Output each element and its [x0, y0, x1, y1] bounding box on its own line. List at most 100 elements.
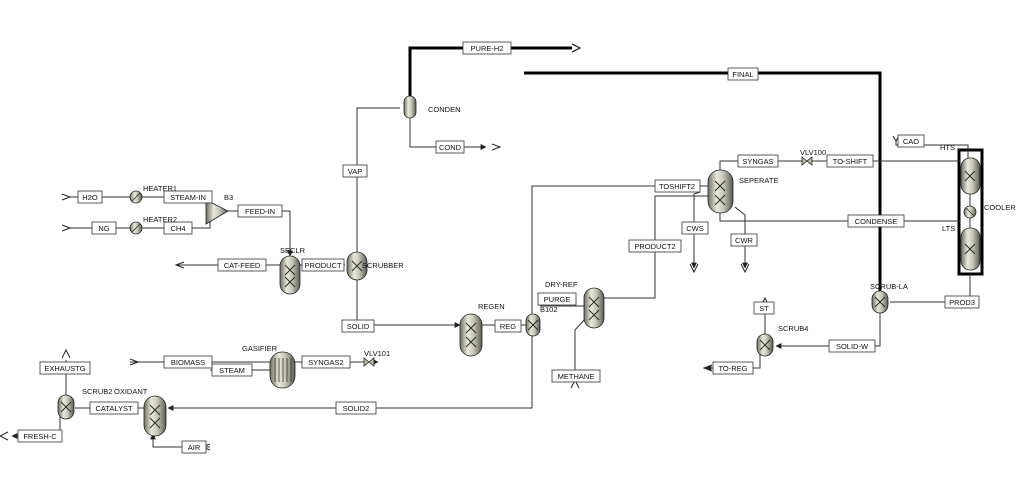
svg-text:SOLID2: SOLID2 [343, 404, 370, 413]
cooler-exchanger[interactable] [963, 205, 977, 219]
svg-text:AIR: AIR [188, 443, 201, 452]
svg-text:CWR: CWR [735, 236, 753, 245]
stream-ng[interactable]: NG [91, 221, 117, 235]
stream-vap[interactable]: VAP [342, 164, 368, 178]
svg-text:CWS: CWS [686, 224, 704, 233]
oxidant-reactor[interactable] [143, 395, 167, 437]
stream-prod3[interactable]: PROD3 [944, 295, 980, 309]
svg-text:CAT-FEED: CAT-FEED [224, 261, 261, 270]
heater1-exchanger[interactable] [129, 190, 143, 204]
svg-text:SOLID: SOLID [347, 322, 370, 331]
block-labels: CONDEN VLV100 HTS SEPERATE COOLER LTS HE… [82, 105, 1016, 396]
stream-st[interactable]: ST [753, 301, 775, 315]
block-label-hts: HTS [940, 143, 955, 152]
svg-text:PURE-H2: PURE-H2 [471, 44, 504, 53]
block-label-regen: REGEN [478, 302, 505, 311]
svg-text:TO-SHIFT: TO-SHIFT [833, 157, 868, 166]
stream-ch4[interactable]: CH4 [163, 221, 193, 235]
block-label-seperate: SEPERATE [739, 176, 778, 185]
stream-toshift2[interactable]: TOSHIFT2 [654, 179, 701, 193]
stream-solid2[interactable]: SOLID2 [335, 401, 377, 415]
stream-biomass[interactable]: BIOMASS [163, 355, 213, 369]
stream-steam-in[interactable]: STEAM-IN [163, 190, 213, 204]
svg-text:FEED-IN: FEED-IN [245, 207, 275, 216]
stream-purge[interactable]: PURGE [537, 292, 577, 306]
svg-text:PROD3: PROD3 [949, 298, 975, 307]
stream-final[interactable]: FINAL [727, 67, 759, 81]
block-label-heater1: HEATER1 [143, 184, 177, 193]
block-label-scrubber: SCRUBBER [362, 261, 404, 270]
block-label-gasifier: GASIFIER [242, 344, 278, 353]
block-label-b102: B102 [540, 305, 558, 314]
svg-text:FINAL: FINAL [732, 70, 753, 79]
svg-text:TOSHIFT2: TOSHIFT2 [659, 182, 695, 191]
stream-catalyst[interactable]: CATALYST [89, 401, 139, 415]
svg-text:PRODUCT2: PRODUCT2 [634, 242, 675, 251]
svg-text:EXHAUSTG: EXHAUSTG [44, 364, 85, 373]
svg-text:BIOMASS: BIOMASS [171, 358, 205, 367]
block-label-oxidant: OXIDANT [114, 387, 148, 396]
stream-condense[interactable]: CONDENSE [847, 214, 905, 228]
svg-text:CAO: CAO [903, 137, 919, 146]
stream-reg[interactable]: REG [494, 319, 522, 333]
stream-air[interactable]: AIR [181, 440, 207, 454]
block-label-scrub-la: SCRUB-LA [870, 282, 908, 291]
vlv100-valve[interactable] [801, 156, 813, 166]
svg-text:METHANE: METHANE [558, 372, 595, 381]
dry-ref-reactor[interactable] [583, 287, 605, 329]
svg-text:NG: NG [98, 224, 109, 233]
vlv101-valve[interactable] [363, 357, 375, 367]
block-label-scrub2: SCRUB2 [82, 387, 112, 396]
stream-product[interactable]: PRODUCT [301, 258, 345, 272]
stream-exhaustg[interactable]: EXHAUSTG [39, 361, 91, 375]
svg-text:STEAM: STEAM [219, 366, 245, 375]
stream-to-reg[interactable]: TO-REG [712, 361, 754, 375]
stream-syngas[interactable]: SYNGAS [737, 154, 779, 168]
hts-reactor[interactable] [960, 157, 981, 195]
seclr-vessel[interactable] [279, 255, 301, 295]
stream-cat-feed[interactable]: CAT-FEED [217, 258, 267, 272]
regen-vessel[interactable] [459, 313, 483, 357]
block-label-scrub4: SCRUB4 [778, 324, 808, 333]
stream-cwr[interactable]: CWR [730, 233, 758, 247]
stream-cws[interactable]: CWS [681, 221, 709, 235]
stream-solid-w[interactable]: SOLID-W [828, 339, 876, 353]
stream-product2[interactable]: PRODUCT2 [628, 239, 682, 253]
svg-text:SOLID-W: SOLID-W [836, 342, 869, 351]
b3-mixer[interactable] [205, 199, 229, 225]
scrub-la-vessel[interactable] [871, 290, 889, 314]
lts-reactor[interactable] [960, 227, 981, 271]
svg-text:ST: ST [759, 304, 769, 313]
unit-blocks [57, 95, 981, 437]
stream-methane[interactable]: METHANE [551, 369, 601, 383]
svg-text:VAP: VAP [348, 167, 362, 176]
stream-fresh-c[interactable]: FRESH-C [17, 429, 63, 443]
block-label-lts: LTS [942, 224, 955, 233]
heater2-exchanger[interactable] [129, 221, 143, 235]
stream-cao[interactable]: CAO [897, 134, 925, 148]
svg-text:SYNGAS: SYNGAS [742, 157, 773, 166]
scrub2-vessel[interactable] [57, 394, 75, 420]
scrub4-vessel[interactable] [756, 333, 774, 357]
block-label-b3: B3 [224, 193, 233, 202]
svg-text:FRESH-C: FRESH-C [23, 432, 57, 441]
block-label-conden: CONDEN [428, 105, 461, 114]
svg-text:STEAM-IN: STEAM-IN [170, 193, 206, 202]
stream-syngas2[interactable]: SYNGAS2 [301, 355, 351, 369]
seperate-vessel[interactable] [707, 169, 734, 214]
svg-text:COND: COND [439, 143, 462, 152]
svg-text:PRODUCT: PRODUCT [304, 261, 342, 270]
scrubber-vessel[interactable] [346, 251, 368, 281]
stream-solid[interactable]: SOLID [341, 319, 375, 333]
stream-steam[interactable]: STEAM [211, 363, 253, 377]
svg-text:CH4: CH4 [170, 224, 185, 233]
b102-vessel[interactable] [525, 313, 541, 337]
stream-h2o[interactable]: H2O [77, 190, 103, 204]
stream-cond[interactable]: COND [435, 140, 465, 154]
conden-vessel[interactable] [403, 95, 417, 119]
stream-pure-h2[interactable]: PURE-H2 [462, 41, 512, 55]
stream-to-shift[interactable]: TO-SHIFT [826, 154, 874, 168]
stream-labels: PURE-H2 FINAL COND VAP SYNGAS TO-SHIFT C… [17, 41, 980, 454]
stream-feed-in[interactable]: FEED-IN [237, 204, 283, 218]
gasifier-reactor[interactable] [269, 351, 296, 389]
